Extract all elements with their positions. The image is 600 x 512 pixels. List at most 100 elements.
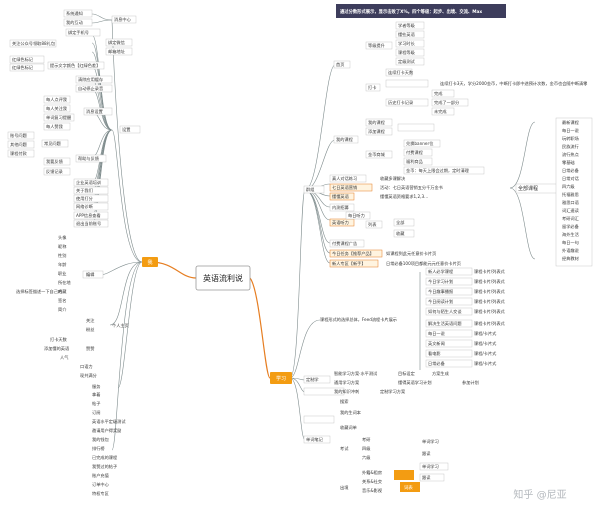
all-course-item[interactable]: 考研词汇 — [562, 215, 579, 222]
custom-note-1: 目标设定 — [398, 370, 415, 377]
edit-item-8: 签名 — [58, 297, 66, 304]
course-group-4[interactable]: 今日阅读计划 — [428, 298, 453, 305]
me-branch[interactable]: 我 — [147, 259, 152, 266]
bottom-item-3[interactable]: 帖子 — [92, 400, 100, 407]
all-course-item[interactable]: 经典教材 — [562, 255, 579, 262]
all-course-item[interactable]: 雅思口语 — [562, 199, 579, 206]
msg-item-1: 系统通知 — [66, 10, 83, 17]
custom-note-5: 定制学习方案 — [380, 388, 406, 395]
course-group-2[interactable]: 今日学习计划 — [428, 278, 453, 285]
all-course-item[interactable]: 外语趣说 — [562, 247, 579, 254]
edit-item-5: 职业 — [58, 270, 66, 277]
custom: 定制学 — [306, 376, 319, 383]
exam-item-3: 六级 — [362, 454, 371, 461]
travel-item-2: 关系&社交 — [362, 478, 382, 485]
watermark: 知乎 @尼亚 — [513, 488, 566, 501]
bottom-item-2[interactable]: 拿着 — [92, 391, 100, 398]
all-course-items: 最新课程每日一说玩转职场民族流行流行热点零基础日常必备日常对话四六级托福雅思雅思… — [562, 119, 580, 262]
bottom-item-12[interactable]: 订单中心 — [92, 481, 110, 488]
course-group-7[interactable]: 每日一说 — [428, 330, 445, 337]
custom-note-2: 方案生成 — [432, 370, 449, 377]
custom-item-3: 我的知识冲刺 — [334, 388, 359, 395]
course-group-5[interactable]: 如何与陌生人交谈 — [428, 308, 462, 315]
account-email: 邮箱地址 — [108, 48, 126, 55]
study-branch[interactable]: 学习 — [276, 375, 286, 382]
notes-item-2: 我的生词本 — [340, 409, 362, 416]
faq: 常见问题 — [44, 140, 62, 147]
course-group-8[interactable]: 英文新闻 — [428, 340, 445, 347]
notes-item-3: 收藏词单 — [340, 424, 357, 431]
faq-item-1: 账号问题 — [10, 132, 28, 139]
edit-item-3: 性别 — [58, 252, 66, 259]
bottom-item-9[interactable]: 已完成的课程 — [92, 454, 118, 461]
premium-item-1: 兑换banner位 — [406, 140, 433, 147]
word-box-2[interactable]: 词表 — [404, 484, 413, 491]
exam-item-2: 四级 — [362, 445, 371, 452]
all-course-item[interactable]: 流行热点 — [562, 151, 579, 158]
personal-home: 个人主页 — [112, 322, 129, 329]
level-3: 学习时长 — [398, 40, 416, 47]
about-6: 退出当前账号 — [76, 220, 101, 227]
add-course-note: 我的课程 — [368, 119, 386, 126]
all-course-item[interactable]: 玩转职场 — [562, 135, 579, 142]
msg-center: 消息中心 — [114, 16, 132, 23]
course-group-3[interactable]: 今日趣事播报 — [428, 288, 454, 295]
all-course-item[interactable]: 海外生活 — [562, 231, 579, 238]
bottom-item-4[interactable]: 订阅 — [92, 409, 100, 416]
bottom-item-7[interactable]: 我的钱包 — [92, 436, 110, 443]
edit-item-7: 内藏 — [58, 288, 67, 295]
exam-item-1: 考研 — [362, 437, 370, 443]
course-tag-10: 课程/卡片式 — [474, 360, 497, 367]
course-tag-9: 课程/卡片式 — [474, 350, 497, 357]
bottom-item-5[interactable]: 英语水平定级测试 — [92, 418, 126, 425]
all-course-item[interactable]: 每日一句 — [562, 239, 579, 246]
reminder-mid: 提示文字颜色【红绿色差】 — [50, 62, 100, 69]
all-course-item[interactable]: 四六级 — [562, 183, 575, 190]
word-op-2[interactable]: 跟读 — [422, 450, 430, 457]
ui-note: 课程形式的选择总体，Feed流程卡片展示 — [320, 316, 397, 323]
course-group-1[interactable]: 新人必学课程 — [428, 268, 454, 275]
all-course-item[interactable]: 留学必备 — [562, 223, 580, 230]
cache-2: 自动停止录音 — [78, 85, 103, 92]
study-record: 历史打卡记录 — [388, 99, 413, 106]
cache-1: 清除应用缓存 — [78, 76, 103, 83]
edit-note: 选择标签描述一下自己吧 — [16, 288, 63, 295]
task-note: 如课程到此元任意价卡片页 — [386, 250, 436, 257]
all-course-item[interactable]: 最新课程 — [562, 119, 580, 126]
level-5: 定级测试 — [398, 58, 416, 65]
custom-item-1: 智能学习方案·水平测试 — [334, 370, 378, 377]
all-course-item[interactable]: 日常对话 — [562, 175, 579, 182]
root-node[interactable]: 英语流利说 — [203, 273, 243, 283]
all-course-item[interactable]: 日常必备 — [562, 167, 580, 174]
course-group-10[interactable]: 日常必备 — [428, 360, 446, 367]
all-course-item[interactable]: 每日一说 — [562, 127, 579, 134]
course-group-6[interactable]: 解决生活英语问题 — [428, 320, 462, 327]
section-note-2: 活动：七日英语营销五分千万金书 — [380, 184, 443, 191]
edit-item-4: 年龄 — [58, 261, 67, 268]
course-group-9[interactable]: 看电影 — [428, 350, 441, 357]
study-item-3: 未完成 — [434, 108, 447, 115]
all-course-item[interactable]: 词汇速读 — [562, 207, 579, 214]
word-op-4[interactable]: 跟读 — [422, 474, 430, 481]
edit: 编辑 — [86, 271, 94, 278]
bottom-item-8[interactable]: 排行榜 — [92, 445, 105, 452]
all-course-item[interactable]: 民族流行 — [562, 143, 579, 150]
listening-3: 全部 — [396, 219, 404, 226]
word-op-1[interactable]: 单词学习 — [422, 438, 439, 445]
bottom-item-13[interactable]: 特权专区 — [92, 490, 109, 497]
all-course-item[interactable]: 托福雅思 — [562, 191, 579, 198]
bottom-item-1[interactable]: 服务 — [92, 383, 101, 390]
word-box[interactable]: 词表 — [404, 448, 413, 455]
custom-note-4: 参加计划 — [462, 379, 479, 386]
about-1: 企业英语培训 — [76, 179, 101, 186]
msg-item-2: 我的互动 — [66, 19, 83, 26]
all-course-item[interactable]: 零基础 — [562, 159, 575, 166]
bottom-item-11[interactable]: 账户充值 — [92, 472, 109, 479]
bottom-item-6[interactable]: 邀请用户得奖励 — [92, 427, 121, 434]
word-op-3[interactable]: 单词学习 — [422, 463, 439, 470]
diary-1: 口语力 — [80, 363, 93, 370]
bottom-item-10[interactable]: 我赞过的帖子 — [92, 463, 117, 470]
